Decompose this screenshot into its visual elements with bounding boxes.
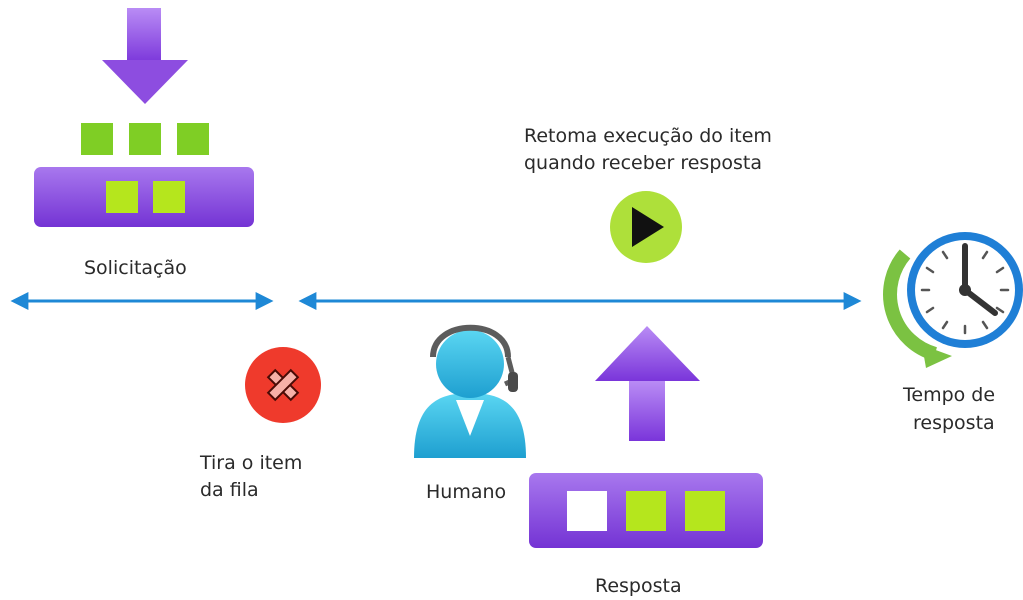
resume-label-line1: Retoma execução do item: [524, 125, 772, 147]
remove-x-icon: [245, 347, 321, 423]
human-operator-headset-icon: [414, 324, 526, 458]
queue-with-down-arrow-icon: [34, 8, 254, 227]
dequeue-label-line2: da fila: [200, 479, 259, 501]
play-icon: [610, 191, 682, 263]
queue-with-up-arrow-icon: [529, 326, 763, 548]
response-label: Resposta: [595, 575, 682, 597]
request-label: Solicitação: [84, 257, 187, 279]
response-time-label-line2: resposta: [913, 412, 995, 434]
resume-label-line2: quando receber resposta: [524, 152, 762, 174]
response-time-label-line1: Tempo de: [903, 384, 996, 406]
dequeue-label-line1: Tira o item: [200, 452, 303, 474]
clock-timer-icon: [883, 232, 1023, 368]
human-label: Humano: [426, 481, 507, 503]
